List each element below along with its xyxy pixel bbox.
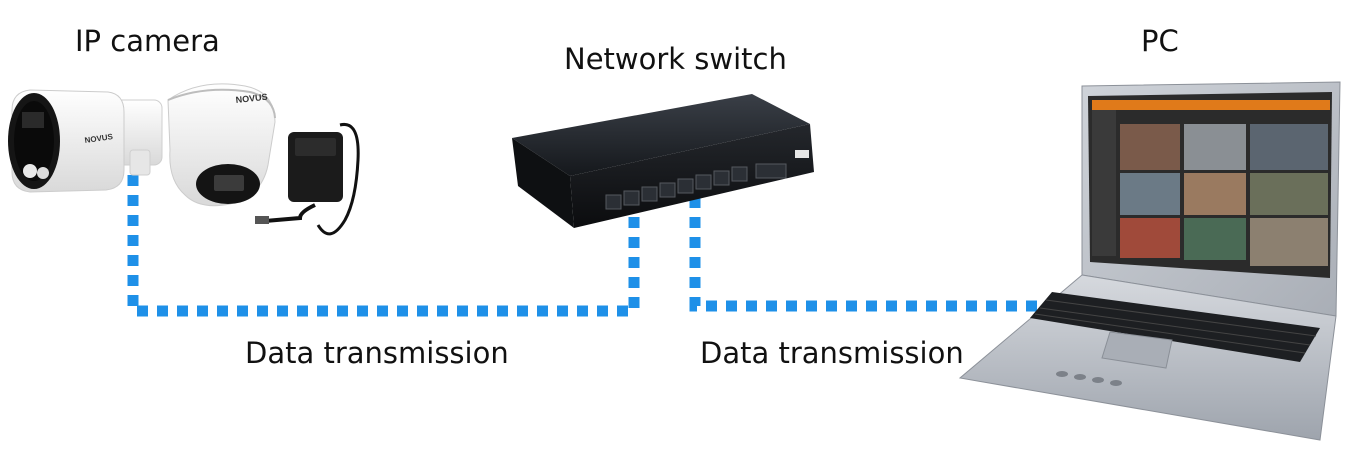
network-switch-image	[512, 94, 814, 228]
link-camera-switch	[127, 175, 640, 317]
bullet-camera-brand: NOVUS	[84, 132, 114, 145]
link-label-camera-switch: Data transmission	[245, 336, 509, 370]
laptop-screen-video-grid	[1092, 100, 1330, 266]
power-adapter-image	[255, 122, 360, 236]
ip-camera-group: NOVUS NOVUS	[8, 83, 360, 236]
switch-label: Network switch	[564, 42, 787, 76]
link-label-switch-pc: Data transmission	[700, 336, 964, 370]
switch-ports	[605, 163, 787, 210]
pc-label: PC	[1141, 24, 1179, 58]
laptop-image	[958, 81, 1341, 441]
bullet-camera-image: NOVUS	[8, 89, 163, 193]
camera-label: IP camera	[75, 24, 220, 58]
dome-camera-image: NOVUS	[167, 83, 276, 207]
dome-camera-brand: NOVUS	[235, 92, 268, 105]
link-switch-pc	[689, 197, 1040, 312]
